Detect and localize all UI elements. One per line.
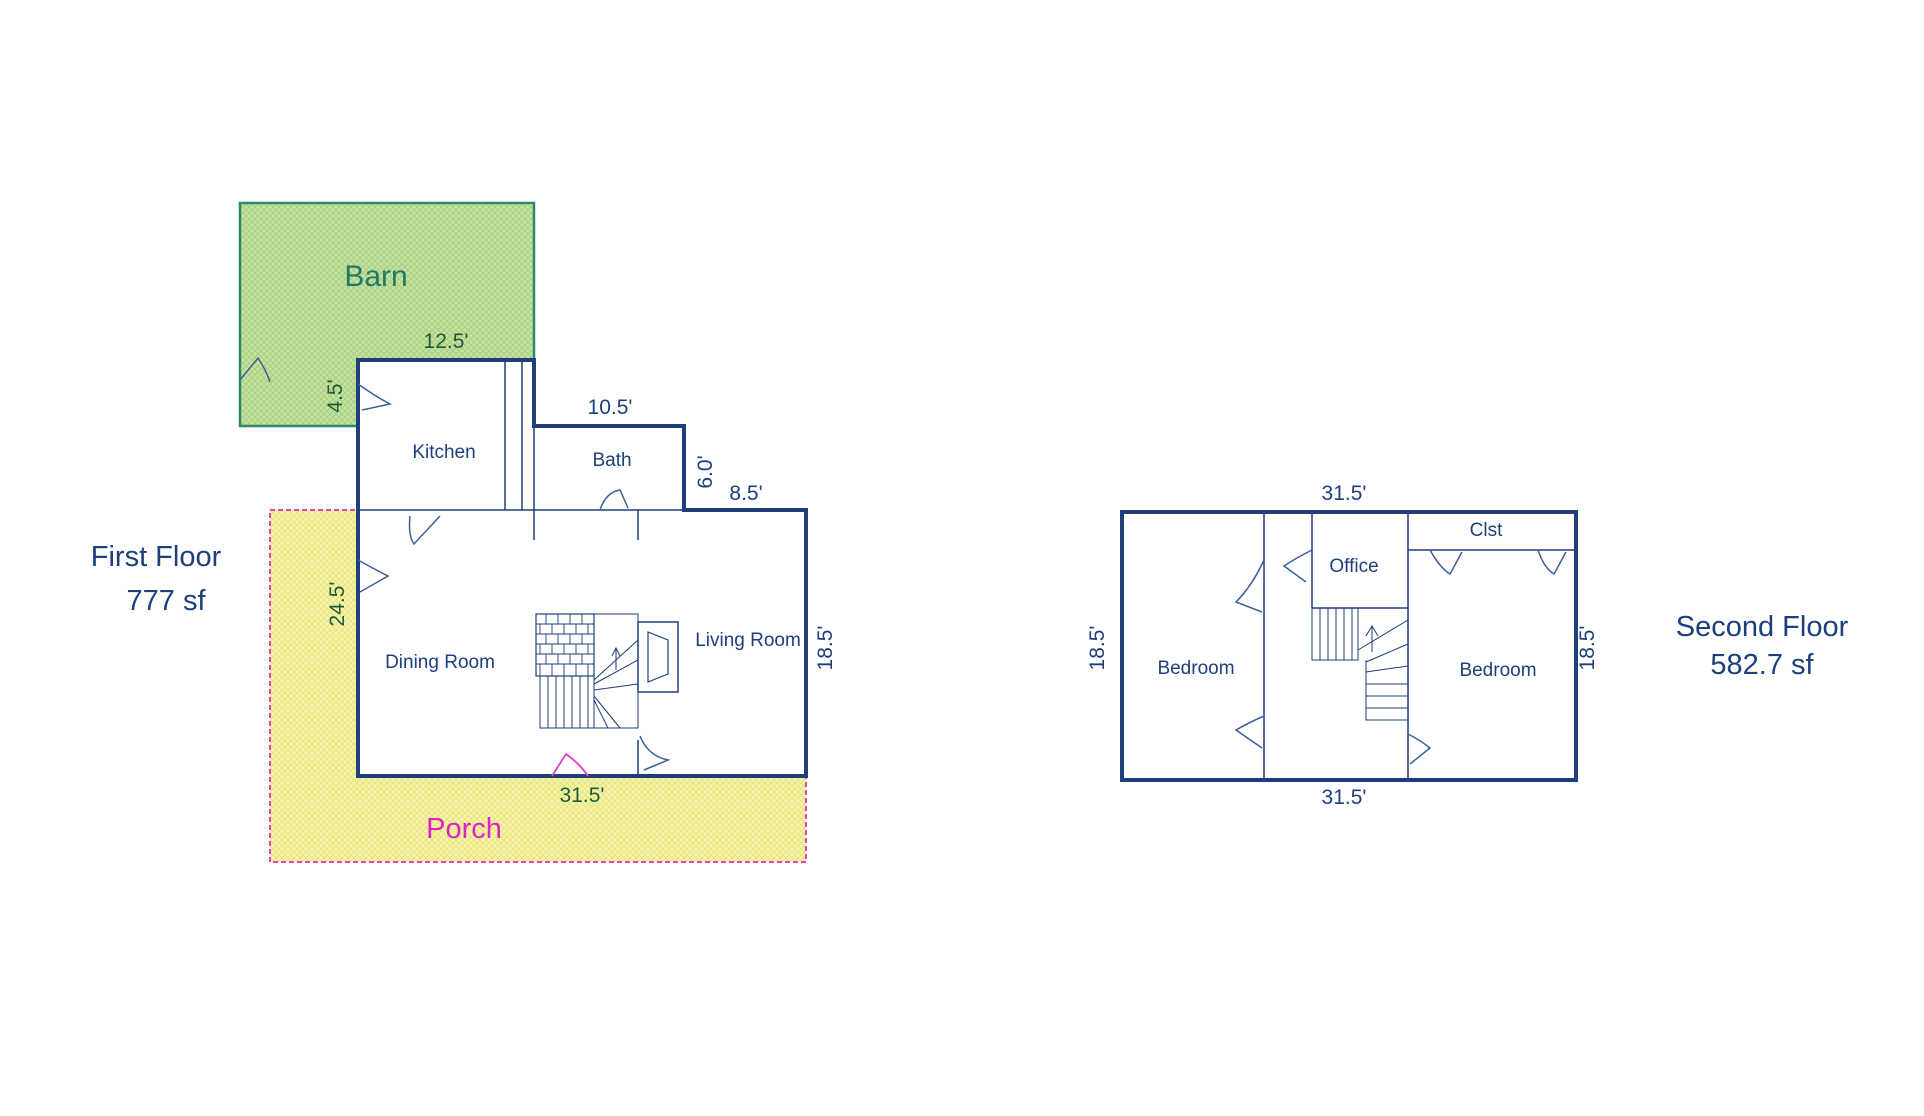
porch-area xyxy=(269,509,807,863)
first-floor-title: First Floor xyxy=(91,541,222,573)
door-icon xyxy=(357,559,390,593)
door-icon xyxy=(1234,559,1265,613)
door-icon xyxy=(1282,549,1313,583)
dim-step: 8.5' xyxy=(729,482,762,505)
barn-area xyxy=(238,201,536,428)
porch-door-icon xyxy=(551,752,589,777)
dim-second-left: 18.5' xyxy=(1086,626,1109,671)
dim-bath-top: 10.5' xyxy=(588,396,633,419)
dim-second-bottom: 31.5' xyxy=(1322,786,1367,809)
dim-barn-side: 4.5' xyxy=(324,379,347,412)
dim-bath-side: 6.0' xyxy=(694,455,717,488)
dim-first-right: 18.5' xyxy=(814,626,837,671)
room-label-bath: Bath xyxy=(592,450,631,471)
room-label-porch: Porch xyxy=(426,813,502,845)
room-label-barn: Barn xyxy=(344,260,407,293)
dim-second-right: 18.5' xyxy=(1576,626,1599,671)
door-icon xyxy=(239,356,271,383)
room-label-dining: Dining Room xyxy=(385,652,495,673)
door-icon xyxy=(599,489,629,511)
first-floor-area: 777 sf xyxy=(127,585,207,617)
staircase-icon xyxy=(539,613,639,729)
first-floor-outline xyxy=(356,358,808,778)
dim-first-left: 24.5' xyxy=(326,582,349,627)
door-icon xyxy=(357,383,393,411)
door-icon xyxy=(1429,549,1463,576)
room-label-bedroom-right: Bedroom xyxy=(1459,660,1536,681)
brick-hearth-icon xyxy=(535,613,595,677)
fireplace-icon xyxy=(637,621,679,693)
door-icon xyxy=(1407,733,1432,765)
room-label-bedroom-left: Bedroom xyxy=(1157,658,1234,679)
door-icon xyxy=(1234,715,1265,749)
second-floor-area: 582.7 sf xyxy=(1710,649,1814,681)
second-floor-outline xyxy=(1120,510,1578,782)
staircase-icon xyxy=(1311,607,1409,721)
room-label-office: Office xyxy=(1329,556,1378,577)
second-floor-title: Second Floor xyxy=(1676,611,1849,643)
dim-barn-width: 12.5' xyxy=(424,330,469,353)
room-label-kitchen: Kitchen xyxy=(412,442,475,463)
room-label-closet: Clst xyxy=(1470,520,1503,541)
door-icon xyxy=(639,735,671,771)
dim-second-top: 31.5' xyxy=(1322,482,1367,505)
room-label-living: Living Room xyxy=(695,630,801,651)
dim-first-bottom: 31.5' xyxy=(560,784,605,807)
door-icon xyxy=(408,515,441,546)
door-icon xyxy=(1537,549,1567,576)
